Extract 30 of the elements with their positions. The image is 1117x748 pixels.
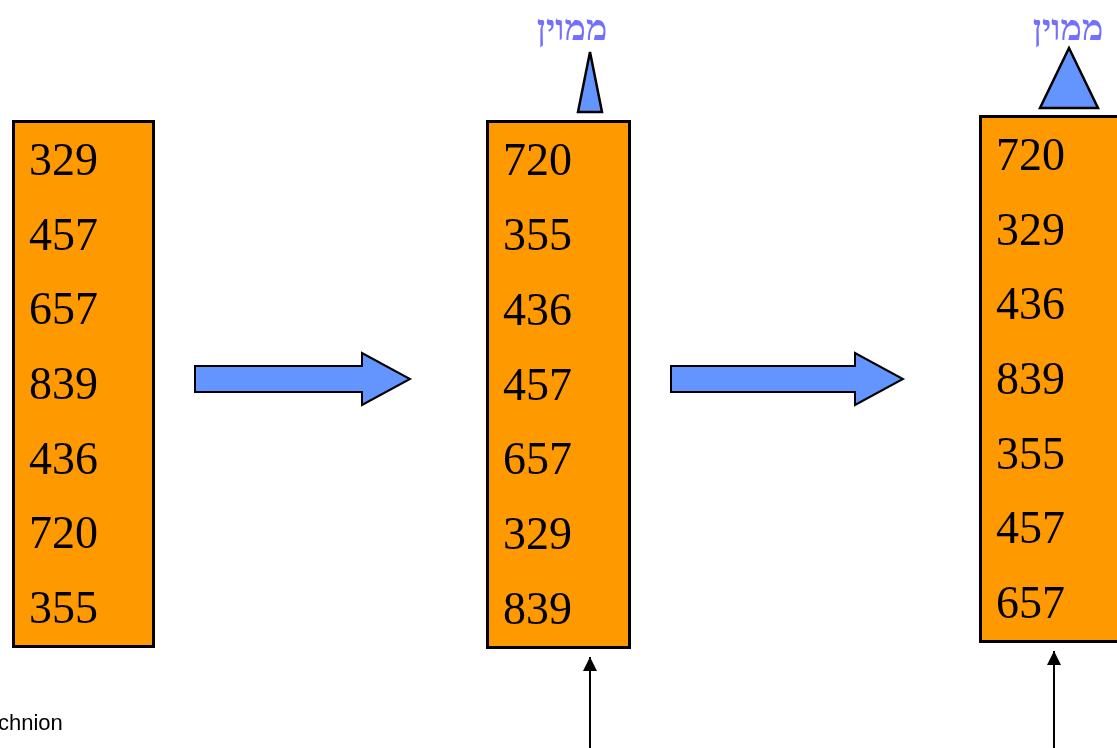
number-column [979,115,1117,643]
block-arrow [194,351,413,407]
arrow [1047,650,1061,748]
number: 457 [29,211,98,258]
number: 436 [503,286,572,333]
number: 720 [29,510,98,557]
sorted-label: ממוין [536,8,608,48]
block-arrow [670,351,906,407]
number: 355 [29,584,98,631]
number: 839 [996,356,1065,402]
number: 436 [29,435,98,482]
number: 457 [503,361,572,408]
number: 329 [503,510,572,557]
number: 720 [503,137,572,184]
number: 839 [29,361,98,407]
number: 657 [996,579,1065,626]
number-column [12,120,155,648]
number: 657 [29,286,98,333]
sorted-label: ממוין [1032,8,1104,48]
arrow [583,656,597,748]
number: 657 [503,436,572,483]
number: 839 [503,585,572,632]
number: 720 [996,132,1065,179]
number: 436 [996,281,1065,328]
number: 355 [503,212,572,259]
number-column [486,120,631,649]
number: 355 [996,430,1065,477]
number: 457 [996,505,1065,552]
number: 329 [29,137,98,184]
number: 329 [996,206,1065,253]
